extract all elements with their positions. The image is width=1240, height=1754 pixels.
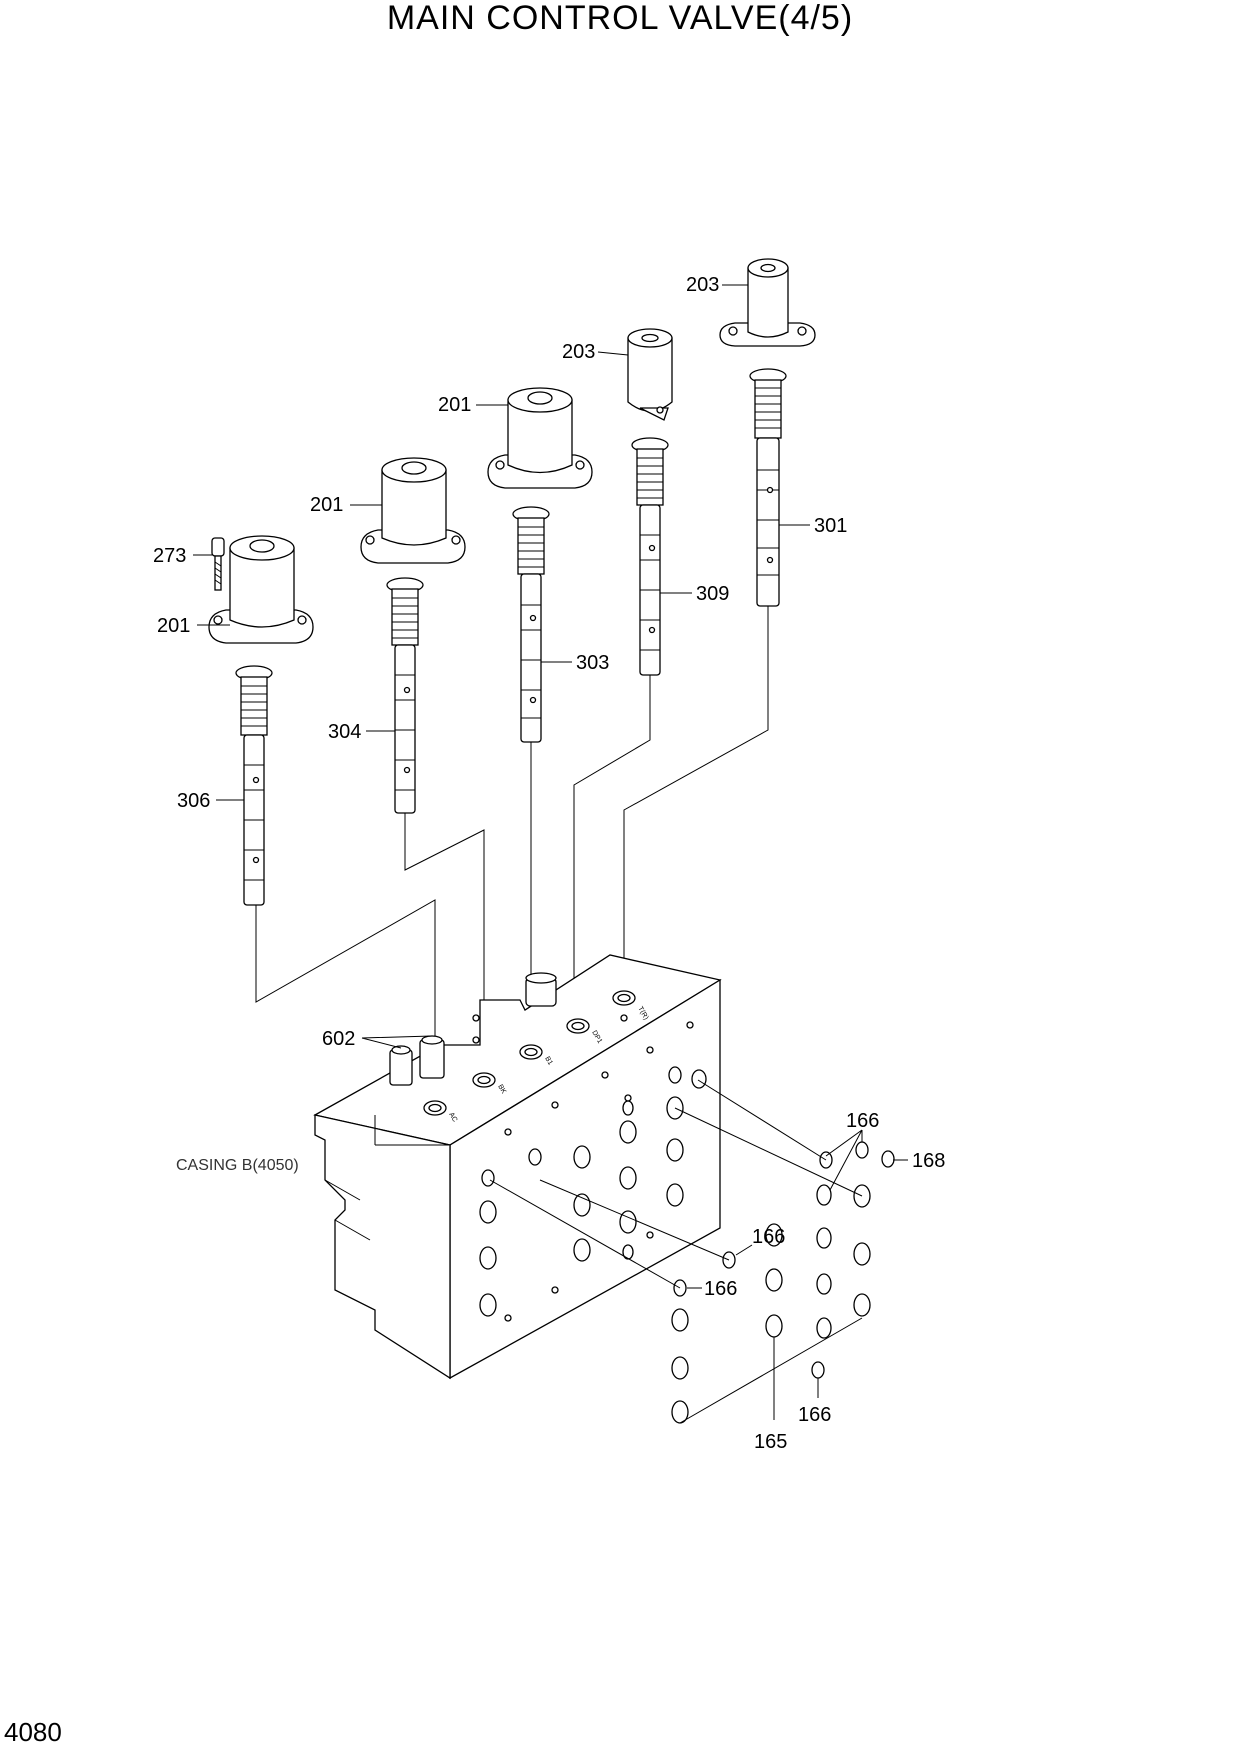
callout-203-right: 203 <box>686 274 719 296</box>
callout-166-left: 166 <box>704 1278 737 1300</box>
alignment-lines <box>255 606 769 1098</box>
callout-166-bottom: 166 <box>798 1404 831 1426</box>
callouts: 203 203 201 201 273 201 301 309 303 304 … <box>153 274 945 1453</box>
casing-label: CASING B(4050) <box>176 1157 299 1174</box>
callout-201-middle: 201 <box>310 494 343 516</box>
callout-309: 309 <box>696 583 729 605</box>
callout-602: 602 <box>322 1028 355 1050</box>
callout-166-top: 166 <box>846 1110 879 1132</box>
callout-201-upper: 201 <box>438 394 471 416</box>
page-title: MAIN CONTROL VALVE(4/5) <box>386 0 854 37</box>
o-rings <box>489 1069 895 1424</box>
cap-201-left <box>208 535 314 644</box>
callout-273: 273 <box>153 545 186 567</box>
port-label-bk: BK <box>496 1084 507 1096</box>
cap-201-middle <box>360 457 466 564</box>
bolt-273 <box>211 537 225 591</box>
callout-303: 303 <box>576 652 609 674</box>
callout-301: 301 <box>814 515 847 537</box>
cap-203-middle <box>627 328 673 421</box>
spool-301 <box>749 368 787 607</box>
callout-168: 168 <box>912 1150 945 1172</box>
casing-block: T(R) DP1 B1 BK AC <box>313 954 722 1380</box>
cap-201-upper <box>487 387 593 489</box>
spool-309 <box>631 437 669 676</box>
cap-203-right <box>719 258 816 347</box>
callout-201-left: 201 <box>157 615 190 637</box>
callout-306: 306 <box>177 790 210 812</box>
port-label-b1: B1 <box>543 1056 553 1067</box>
spool-304 <box>386 577 424 814</box>
page-number: 4080 <box>4 1717 62 1747</box>
spool-303 <box>512 506 550 743</box>
callout-203-middle: 203 <box>562 341 595 363</box>
callout-304: 304 <box>328 721 361 743</box>
spool-306 <box>235 665 273 906</box>
callout-166-middle: 166 <box>752 1226 785 1248</box>
port-label-ac: AC <box>447 1112 458 1124</box>
callout-165: 165 <box>754 1431 787 1453</box>
